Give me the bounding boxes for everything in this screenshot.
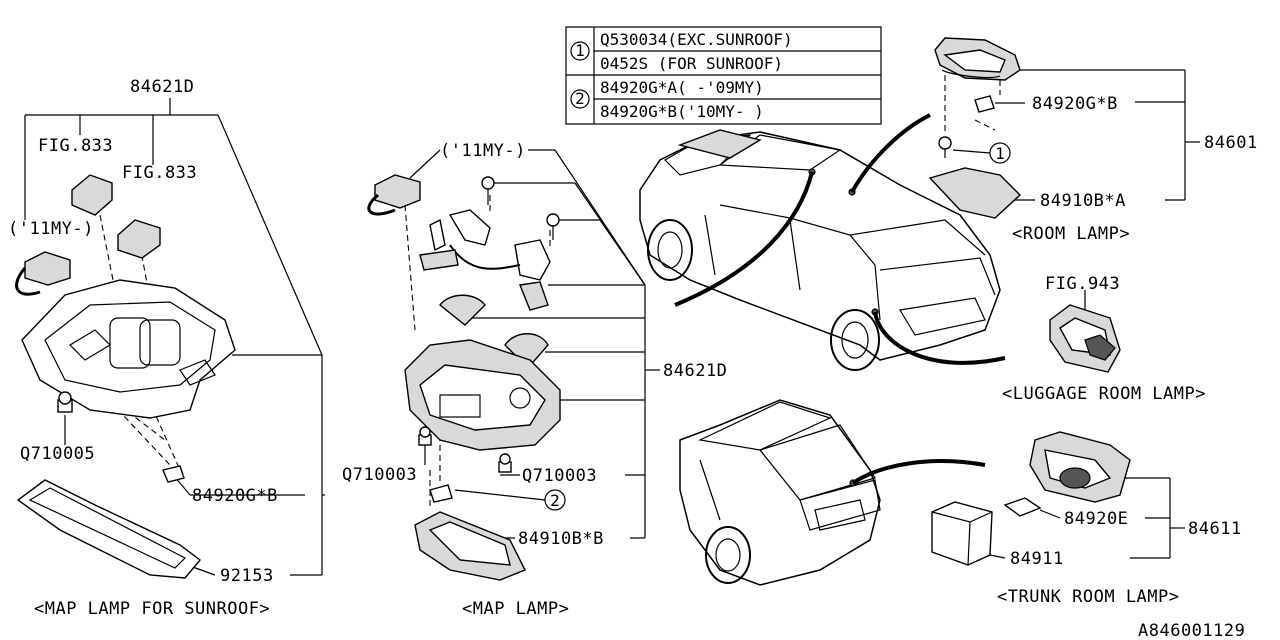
section-trunk-lamp: 84920E 84611 84911 <TRUNK ROOM LAMP> [931, 431, 1242, 607]
label-84621d-map-lamp: 84621D [663, 361, 727, 381]
label-q710003-left: Q710003 [342, 465, 417, 485]
label-84920gb-sunroof: 84920G*B [192, 486, 278, 506]
car-wagon-illustration [639, 113, 1006, 371]
label-84621d-sunroof: 84621D [130, 77, 194, 97]
table-row-4: 84920G*B('10MY- ) [600, 102, 764, 121]
label-fig833-a: FIG.833 [38, 136, 113, 156]
label-q710003-right: Q710003 [522, 466, 597, 486]
table-row-2: 0452S (FOR SUNROOF) [600, 54, 783, 73]
diagram-id: A846001129 [1138, 621, 1245, 640]
caption-trunk-lamp: <TRUNK ROOM LAMP> [997, 587, 1180, 607]
section-room-lamp: 1 84920G*B 84601 84910B*A <ROOM LAMP> [928, 37, 1258, 244]
label-fig943: FIG.943 [1045, 274, 1120, 294]
table-marker-2: 2 [575, 89, 585, 108]
label-92153: 92153 [220, 566, 274, 586]
label-fig833-b: FIG.833 [122, 163, 197, 183]
table-marker-1: 1 [575, 41, 585, 60]
caption-luggage-lamp: <LUGGAGE ROOM LAMP> [1002, 384, 1206, 404]
label-84911: 84911 [1010, 549, 1064, 569]
car-sedan-illustration [679, 399, 986, 586]
caption-room-lamp: <ROOM LAMP> [1012, 224, 1130, 244]
label-84920gb-room: 84920G*B [1032, 94, 1118, 114]
caption-map-lamp-sunroof: <MAP LAMP FOR SUNROOF> [34, 599, 270, 619]
map-lamp-bulb-marker: 2 [550, 491, 560, 510]
section-map-lamp: 2 ('11MY-) 84621D Q710003 Q710003 84910B… [342, 141, 727, 619]
section-luggage-lamp: FIG.943 <LUGGAGE ROOM LAMP> [1002, 274, 1206, 404]
table-row-3: 84920G*A( -'09MY) [600, 78, 764, 97]
label-11my-sunroof: ('11MY-) [8, 219, 94, 239]
label-q710005: Q710005 [20, 444, 95, 464]
label-84601: 84601 [1204, 133, 1258, 153]
caption-map-lamp: <MAP LAMP> [462, 599, 569, 619]
table-row-1: Q530034(EXC.SUNROOF) [600, 30, 793, 49]
part-number-table: 1 2 Q530034(EXC.SUNROOF) 0452S (FOR SUNR… [565, 26, 882, 125]
room-lamp-screw-marker: 1 [995, 144, 1005, 163]
label-84611: 84611 [1188, 519, 1242, 539]
label-84920e: 84920E [1064, 509, 1128, 529]
label-84910ba: 84910B*A [1040, 191, 1126, 211]
section-map-lamp-sunroof: 84621D FIG.833 FIG.833 ('11MY-) Q710005 … [8, 77, 325, 619]
label-11my-map-lamp: ('11MY-) [440, 141, 526, 161]
label-84910bb: 84910B*B [518, 529, 604, 549]
